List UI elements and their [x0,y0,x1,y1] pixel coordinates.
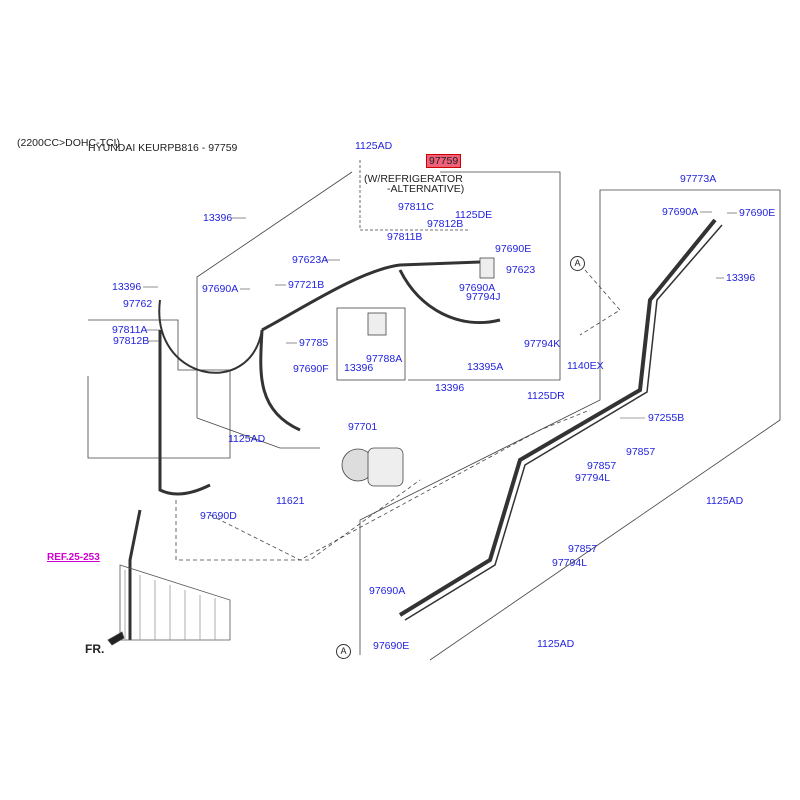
part-label[interactable]: 97857 [587,460,617,472]
part-label[interactable]: 97785 [299,337,329,349]
part-label[interactable]: 1125DE [455,209,493,221]
note-line1: (W/REFRIGERATOR [364,173,463,185]
page-title: HYUNDAI KEURPB816 - 97759 [88,142,238,154]
part-label[interactable]: 97773A [680,173,717,185]
part-label[interactable]: 97794J [466,291,501,303]
part-label[interactable]: 97690A [459,282,496,294]
callout-a-top: A [570,256,585,271]
part-label[interactable]: 97857 [568,543,598,555]
part-label[interactable]: 97690E [739,207,776,219]
part-label[interactable]: 1125AD [537,638,575,650]
part-label[interactable]: 1125AD [228,433,266,445]
part-label[interactable]: 13396 [726,272,756,284]
part-label[interactable]: 1125AD [706,495,744,507]
part-label[interactable]: 97255B [648,412,685,424]
part-label[interactable]: 1125AD [355,140,393,152]
part-label[interactable]: 13396 [344,362,374,374]
part-label[interactable]: 97690A [662,206,699,218]
part-label[interactable]: 97794K [524,338,561,350]
ref-link[interactable]: REF.25-253 [47,552,100,563]
part-label[interactable]: 97690E [373,640,410,652]
part-label[interactable]: 97857 [626,446,656,458]
part-label[interactable]: 97811B [387,231,423,243]
part-label[interactable]: 1125DR [527,390,565,402]
compressor-icon [341,447,404,487]
part-label[interactable]: 97794L [552,557,588,569]
part-label[interactable]: 97811A [112,324,148,336]
part-label[interactable]: 97812B [113,335,150,347]
highlighted-part-97759[interactable]: 97759 [426,154,462,168]
part-label[interactable]: 1140EX [567,360,604,372]
part-label[interactable]: 97812B [427,218,464,230]
part-label[interactable]: 97788A [366,353,403,365]
part-label[interactable]: 97721B [288,279,325,291]
part-label[interactable]: 97811C [398,201,435,213]
part-label[interactable]: 97794L [575,472,611,484]
part-label[interactable]: 97690D [200,510,237,522]
part-label[interactable]: 97690A [202,283,239,295]
part-label[interactable]: 13396 [112,281,142,293]
part-label[interactable]: 97690E [495,243,532,255]
note-line2: -ALTERNATIVE) [387,183,465,195]
part-label[interactable]: 97623A [292,254,329,266]
part-label[interactable]: 97623 [506,264,536,276]
part-label[interactable]: 11621 [276,495,305,507]
part-label[interactable]: 13396 [435,382,465,394]
part-label[interactable]: 13395A [467,361,504,373]
part-label[interactable]: 97762 [123,298,153,310]
part-label[interactable]: 13396 [203,212,233,224]
front-direction-label: FR. [85,642,105,656]
spec-label: (2200CC>DOHC-TCI) [17,137,120,149]
part-label[interactable]: 97701 [348,421,378,433]
part-label[interactable]: 97690A [369,585,406,597]
part-label[interactable]: 97690F [293,363,329,375]
callout-a-bottom: A [336,644,351,659]
